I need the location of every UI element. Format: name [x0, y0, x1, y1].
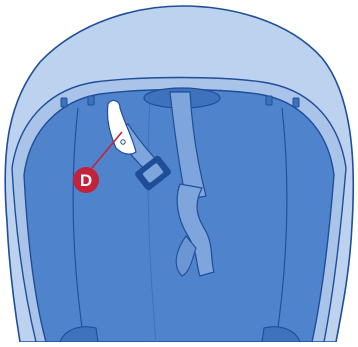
vent-slot — [88, 96, 94, 105]
vent-slot — [293, 98, 299, 107]
strap-clip-pin — [121, 140, 125, 144]
vent-slot — [61, 98, 67, 107]
vent-slot — [266, 96, 272, 105]
callout-label: D — [80, 171, 92, 190]
